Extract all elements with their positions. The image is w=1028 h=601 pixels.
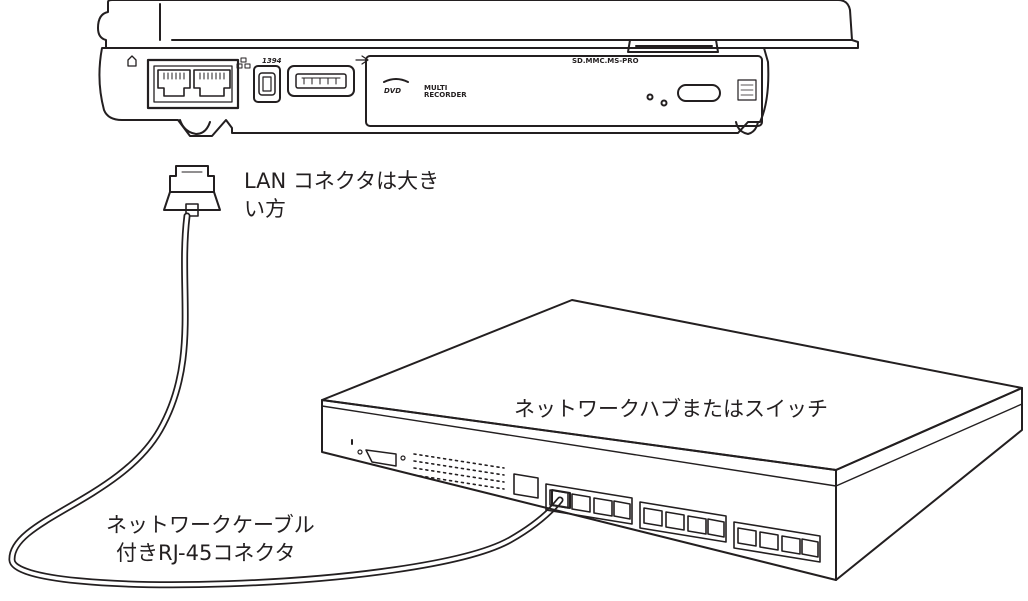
hub-port-group-2 xyxy=(639,501,727,543)
laptop-foot-left xyxy=(179,119,211,135)
eject-button xyxy=(677,84,721,102)
cable-label-line2: 付きRJ-45コネクタ xyxy=(116,541,296,565)
uplink-port xyxy=(513,473,539,499)
plugged-connector xyxy=(551,489,571,509)
drive-led xyxy=(646,93,654,101)
rj45-plug xyxy=(163,165,221,217)
hub-side xyxy=(835,387,1023,581)
dvd-logo xyxy=(383,78,409,83)
hub-switch-label: ネットワークハブまたはスイッチ xyxy=(514,397,828,421)
serial-port xyxy=(365,449,397,467)
laptop-lid xyxy=(97,0,859,49)
lan-connector-label-line2: い方 xyxy=(244,197,286,221)
network-icon xyxy=(236,57,251,69)
hub-port-group-3 xyxy=(733,521,821,563)
laptop xyxy=(97,0,859,137)
plug-latch xyxy=(169,165,215,193)
card-reader-label: SD.MMC.MS-PRO xyxy=(572,57,639,65)
modem-port xyxy=(157,69,191,97)
firewire-port xyxy=(253,65,281,103)
optical-drive xyxy=(365,55,763,127)
lan-modem-port-block xyxy=(146,58,240,110)
usb-icon xyxy=(355,55,369,65)
dvd-sub2-label: RECORDER xyxy=(424,91,467,99)
laptop-base xyxy=(98,47,770,137)
status-led-grid xyxy=(413,453,505,490)
dvd-sub-label: MULTI xyxy=(424,84,447,92)
plug-body xyxy=(163,191,221,211)
home-icon xyxy=(127,55,137,67)
hub-top xyxy=(321,299,1023,471)
cable-label-line1: ネットワークケーブル xyxy=(106,513,315,537)
laptop-foot-right xyxy=(735,121,759,135)
dvd-label: DVD xyxy=(384,87,401,95)
lan-port-highlight xyxy=(193,69,231,97)
cd-logo xyxy=(737,79,757,101)
hub-port-group-1 xyxy=(545,483,633,525)
usb-port xyxy=(287,65,355,97)
lan-connector-label-line1: LAN コネクタは大き xyxy=(244,169,440,193)
card-reader-slot xyxy=(627,39,719,53)
network-hub xyxy=(321,299,1023,581)
firewire-label: 1394 xyxy=(262,57,282,65)
